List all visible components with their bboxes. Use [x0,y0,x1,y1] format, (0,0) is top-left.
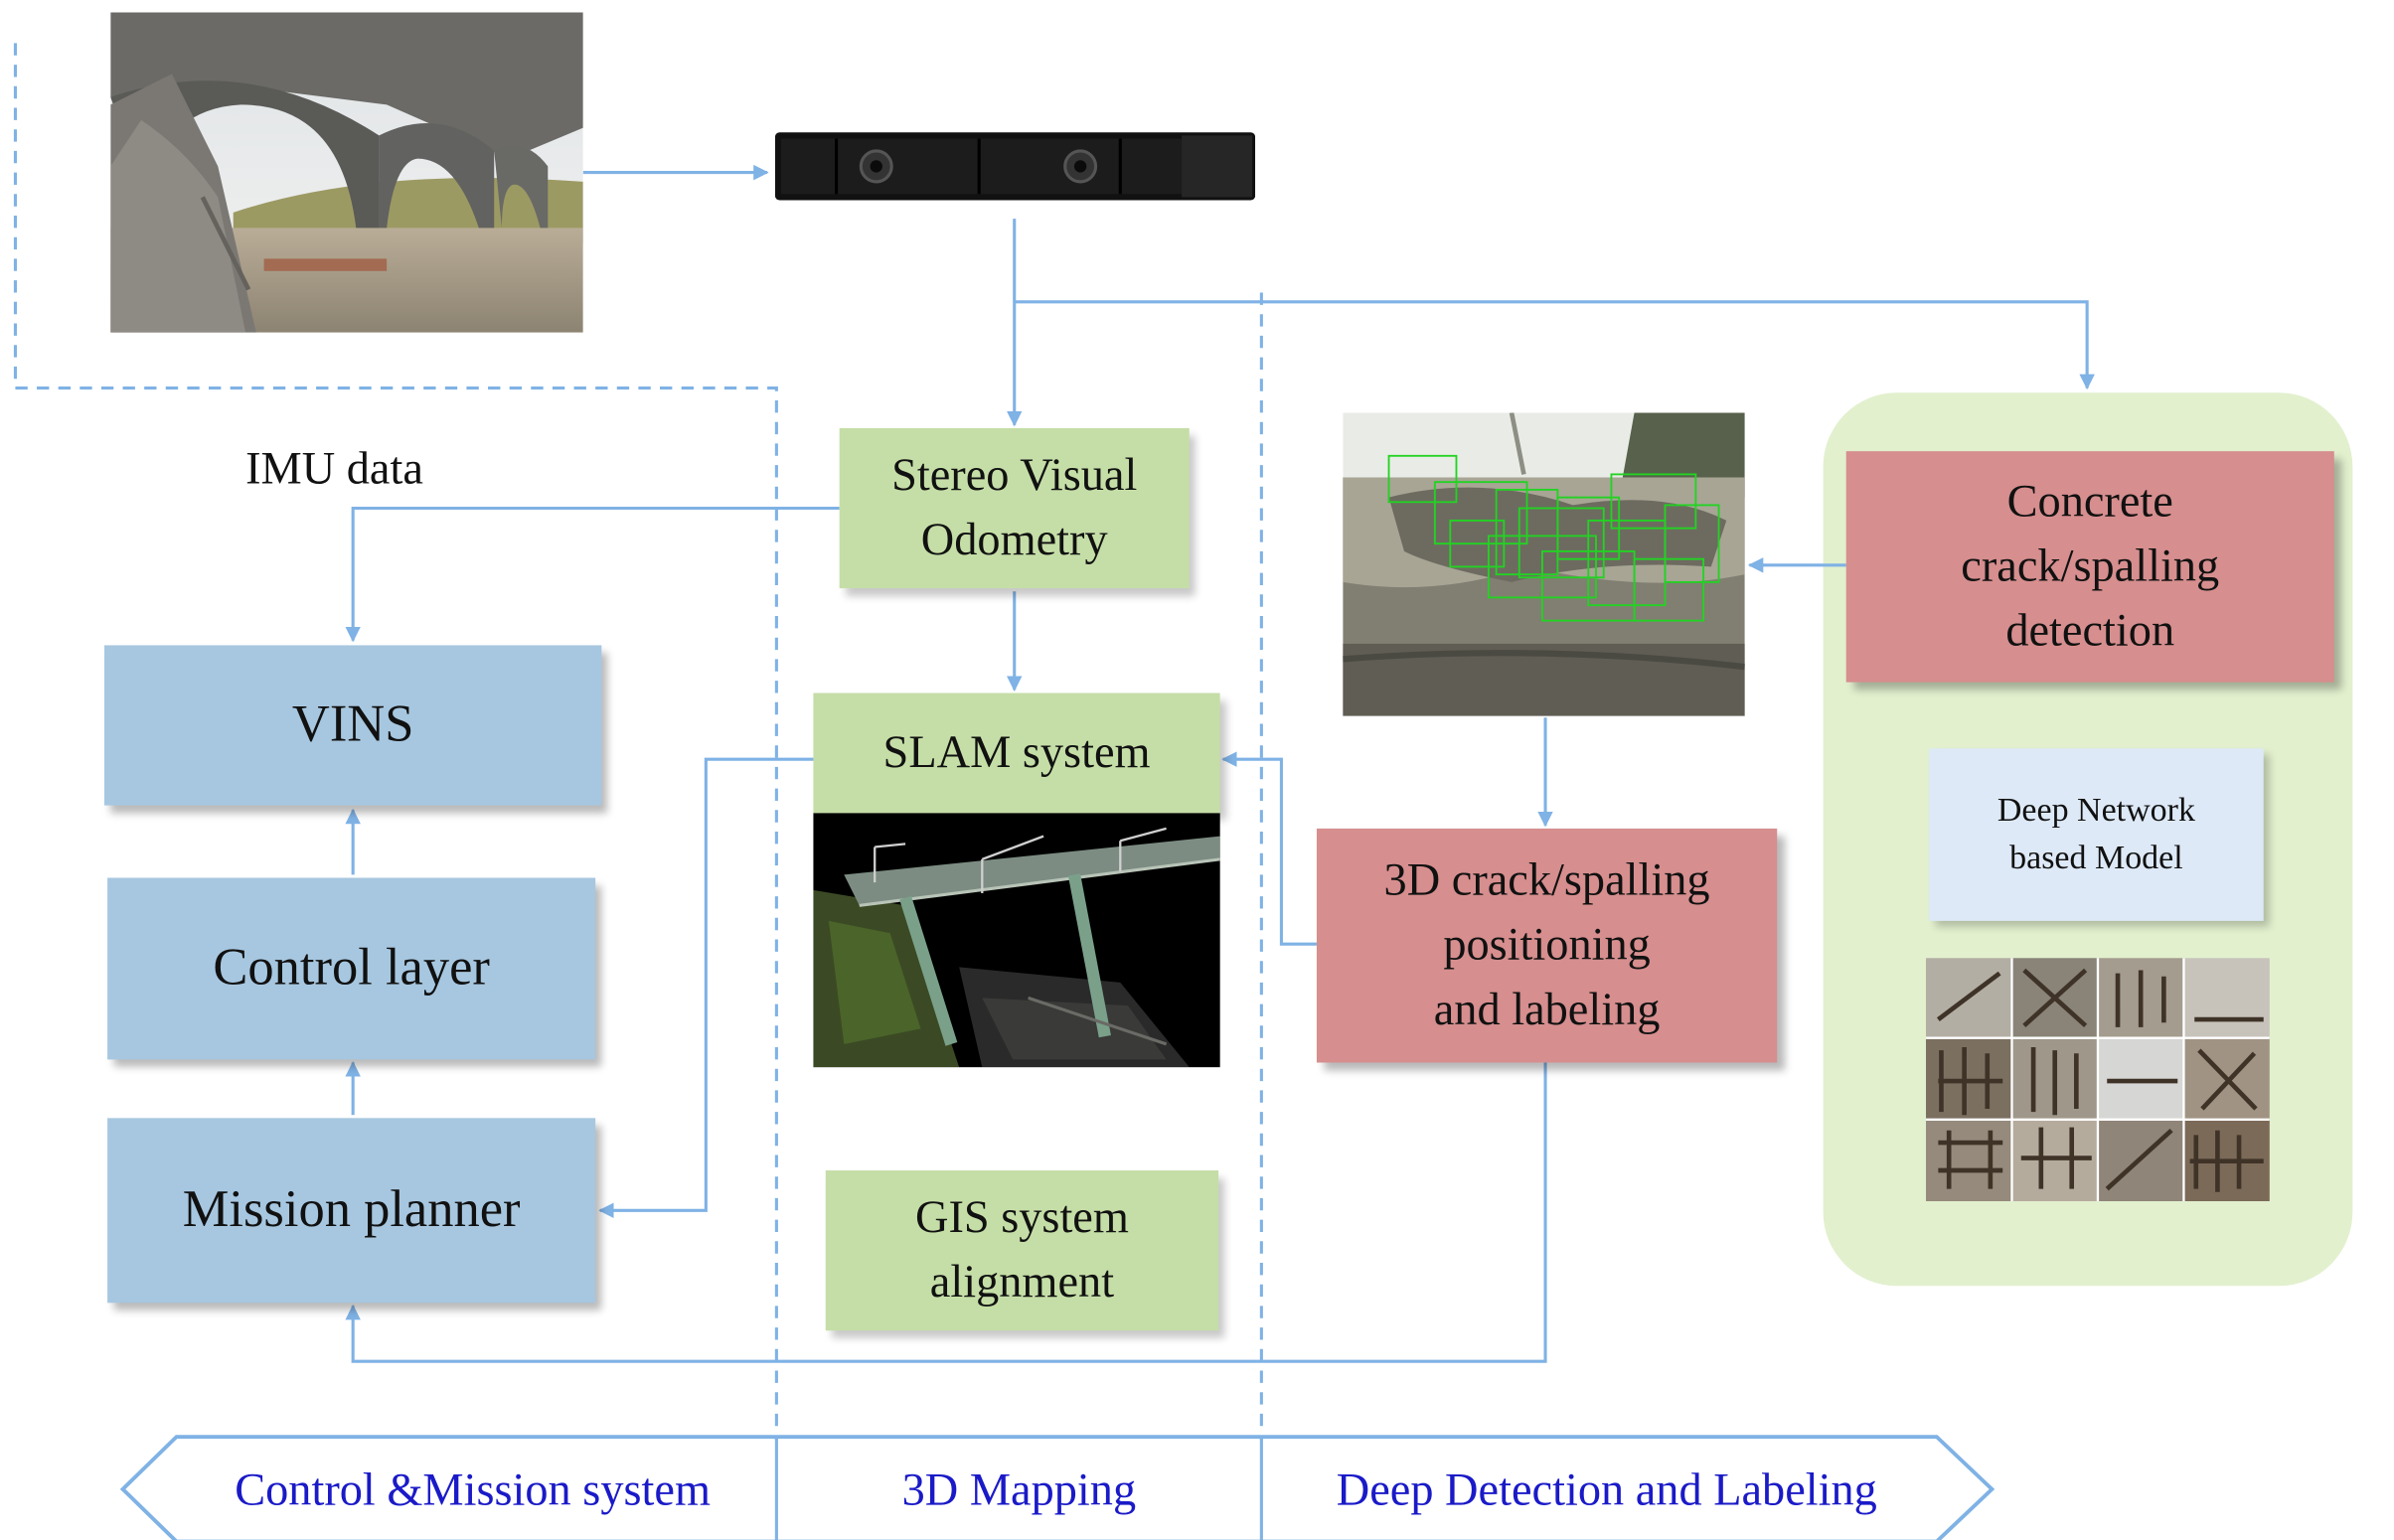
concrete-line1: Concrete [2006,475,2173,528]
bridge-photo [110,12,583,333]
arrow-camera-to-detection [1014,300,2095,390]
imu-data-label: IMU data [245,443,423,495]
arrow-odometry-to-vins [345,506,840,643]
crack-detection-image [1343,412,1745,716]
footer-control-mission: Control &Mission system [235,1464,712,1516]
vins-box: VINS [104,645,602,806]
arrow-positioning-to-mission [345,1062,1547,1363]
stereo-odometry-line1: Stereo Visual [891,449,1138,501]
footer-deep-detection: Deep Detection and Labeling [1336,1464,1877,1516]
footer-arrow-outline [119,1435,1995,1540]
concrete-line2: crack/spalling [1961,540,2220,592]
concrete-detection-box: Concrete crack/spalling detection [1845,451,2334,683]
gis-alignment-line2: alignment [929,1256,1115,1308]
control-layer-box: Control layer [107,877,596,1060]
separator-top-left [13,43,778,1441]
gis-alignment-box: GIS system alignment [825,1170,1219,1331]
positioning-labeling-box: 3D crack/spalling positioning and labeli… [1316,828,1778,1063]
training-samples-grid [1926,958,2270,1201]
slam-system-box: SLAM system [813,693,1220,814]
stereo-odometry-box: Stereo Visual Odometry [839,427,1190,589]
arrow-positioning-to-slam [1221,751,1317,946]
point-cloud-map [813,813,1220,1068]
positioning-line1: 3D crack/spalling [1383,854,1710,906]
mission-planner-box: Mission planner [107,1118,596,1304]
concrete-line3: detection [2005,605,2175,657]
stereo-camera [774,129,1256,207]
model-line1: Deep Network [1996,790,2195,830]
deep-network-model-box: Deep Network based Model [1929,748,2264,921]
arrow-slam-to-mission [598,757,814,1219]
positioning-line2: positioning [1443,919,1651,971]
stereo-odometry-line2: Odometry [920,514,1108,565]
footer-3d-mapping: 3D Mapping [901,1464,1137,1516]
positioning-line3: and labeling [1433,984,1661,1035]
model-line2: based Model [2009,838,2183,876]
gis-alignment-line1: GIS system [914,1191,1129,1243]
